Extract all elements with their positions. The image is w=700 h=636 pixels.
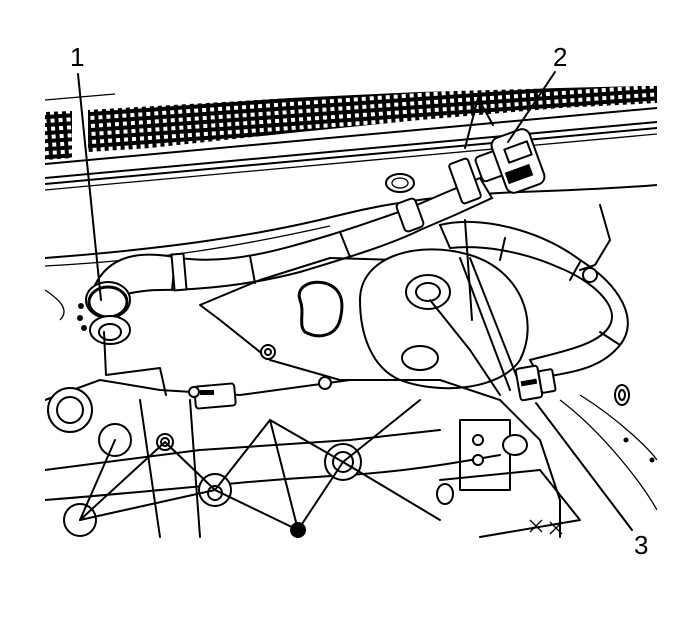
leader-lines bbox=[77, 71, 633, 531]
leader-line-2 bbox=[507, 71, 556, 143]
leader-line-1 bbox=[77, 73, 102, 301]
drawing-body bbox=[45, 86, 657, 538]
right-side-bracket bbox=[559, 204, 657, 511]
left-hose-clamp bbox=[77, 281, 131, 345]
callout-1-label: 1 bbox=[70, 42, 85, 72]
callout-2-label: 2 bbox=[553, 42, 568, 72]
firewall bbox=[45, 173, 657, 321]
leader-line-3 bbox=[535, 402, 633, 531]
leader-line-1b bbox=[103, 331, 167, 396]
intake-manifold bbox=[45, 344, 561, 538]
pump-housing bbox=[358, 248, 529, 396]
cowl-grille bbox=[45, 86, 657, 191]
leader-line-2b bbox=[477, 97, 494, 126]
callout-3-label: 3 bbox=[634, 530, 649, 560]
electrical-connector bbox=[448, 128, 546, 205]
lower-right-assembly bbox=[436, 419, 581, 538]
right-hose-fitting bbox=[514, 364, 557, 402]
upper-hose bbox=[93, 176, 494, 302]
leader-line-2a bbox=[464, 97, 479, 149]
leader-line-2c bbox=[464, 219, 473, 321]
sensor-connector bbox=[188, 382, 237, 410]
